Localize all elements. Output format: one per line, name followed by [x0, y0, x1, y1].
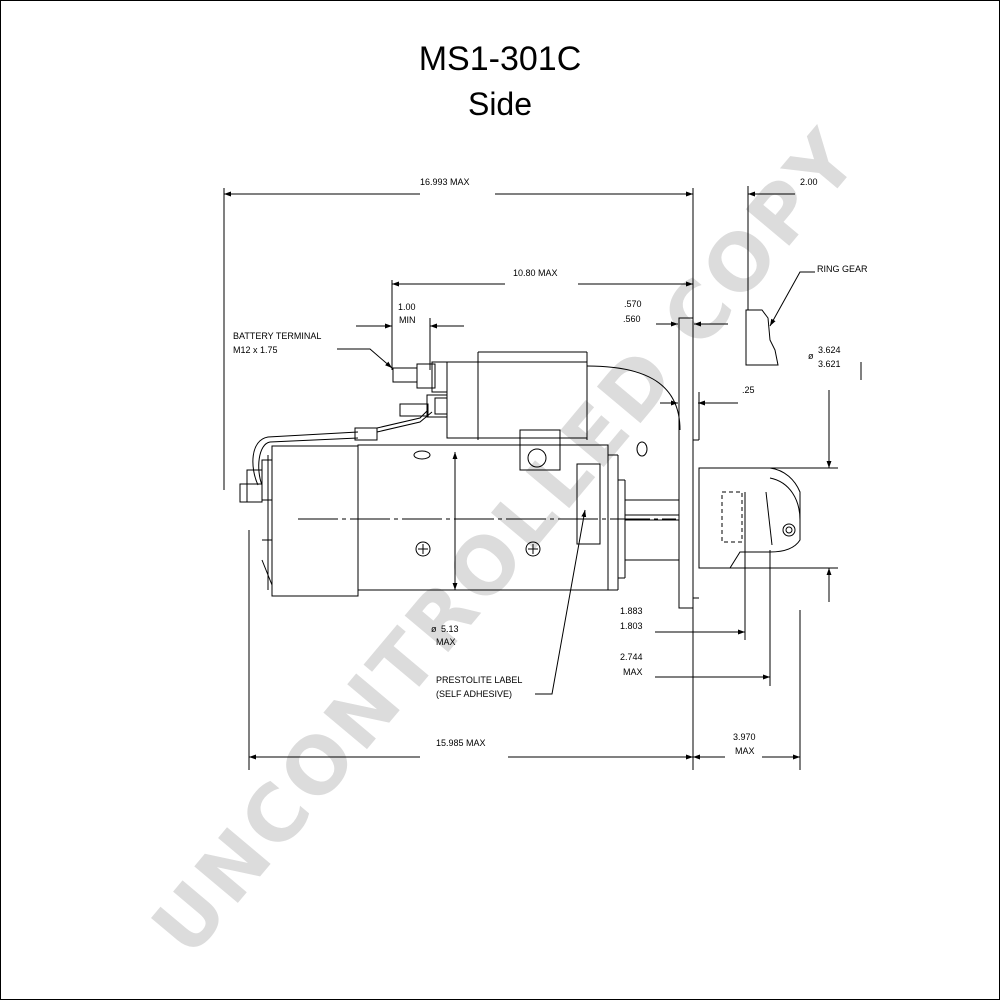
body-length-label: 10.80 MAX [513, 268, 558, 278]
pilot-diameter-lower: 3.621 [818, 359, 841, 369]
watermark-text: UNCONTROLLED COPY [136, 112, 878, 972]
housing-diameter-max: MAX [436, 637, 456, 647]
min-distance-suffix: MIN [399, 315, 416, 325]
front-length-value: 3.970 [733, 732, 756, 742]
pinion-dim-lower: 1.803 [620, 621, 643, 631]
prestolite-label-text: PRESTOLITE LABEL [436, 675, 522, 685]
nose-length-value: 2.744 [620, 652, 643, 662]
nose-length-max: MAX [623, 667, 643, 677]
view-title: Side [467, 86, 533, 122]
self-adhesive-text: (SELF ADHESIVE) [436, 689, 512, 699]
min-distance-value: 1.00 [398, 302, 416, 312]
pilot-diameter-upper: 3.624 [818, 345, 841, 355]
housing-diameter-value: 5.13 [441, 624, 459, 634]
ring-gear-label: RING GEAR [817, 264, 868, 274]
housing-diameter-symbol: ø [431, 624, 437, 634]
diameter-symbol: ø [808, 351, 814, 361]
battery-terminal-thread: M12 x 1.75 [233, 345, 278, 355]
front-length-max: MAX [735, 746, 755, 756]
part-number-title: MS1-301C [418, 40, 582, 78]
overall-length-label: 16.993 MAX [420, 177, 470, 187]
pinion-dim-upper: 1.883 [620, 606, 643, 616]
gap-label: .25 [742, 385, 755, 395]
mount-length-label: 15.985 MAX [436, 738, 486, 748]
flange-thickness-lower: .560 [623, 314, 641, 324]
pinion-offset-label: 2.00 [800, 177, 818, 187]
flange-thickness-upper: .570 [624, 299, 642, 309]
battery-terminal-label: BATTERY TERMINAL [233, 331, 321, 341]
